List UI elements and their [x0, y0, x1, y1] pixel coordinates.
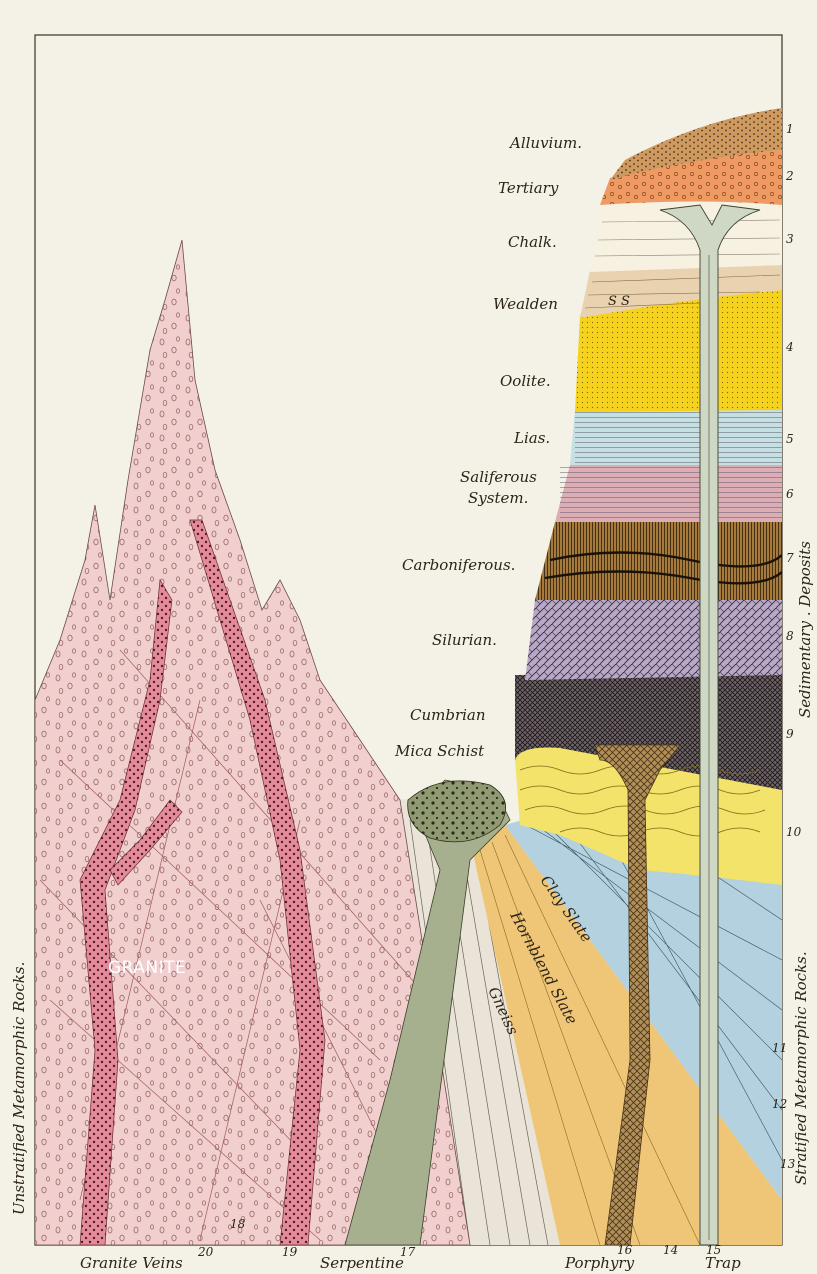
label-saliferous: Saliferous: [460, 468, 537, 486]
num-3: 3: [786, 232, 794, 246]
label-granite: GRANITE: [108, 958, 186, 978]
num-7: 7: [786, 551, 794, 565]
label-system: System.: [468, 489, 528, 507]
num-15: 15: [706, 1243, 721, 1257]
num-8: 8: [786, 629, 794, 643]
label-mica-schist: Mica Schist: [394, 742, 485, 760]
lias-lines: [575, 410, 782, 465]
num-10: 10: [786, 825, 802, 839]
label-unstratified-metamorphic: Unstratified Metamorphic Rocks.: [10, 962, 28, 1215]
label-sedimentary-deposits: Sedimentary . Deposits: [796, 541, 814, 718]
num-14: 14: [663, 1243, 678, 1257]
label-chalk: Chalk.: [508, 233, 557, 251]
num-4: 4: [785, 340, 794, 354]
num-16: 16: [617, 1243, 633, 1257]
num-11: 11: [772, 1041, 787, 1055]
label-serpentine: Serpentine: [320, 1254, 404, 1272]
label-oolite: Oolite.: [500, 372, 551, 390]
label-carboniferous: Carboniferous.: [402, 556, 515, 574]
label-lias: Lias.: [513, 429, 550, 447]
num-19: 19: [282, 1245, 298, 1259]
num-2: 2: [785, 169, 794, 183]
stratum-silurian: [525, 600, 782, 680]
label-alluvium: Alluvium.: [508, 134, 582, 152]
num-6: 6: [786, 487, 794, 501]
label-stratified-metamorphic: Stratified Metamorphic Rocks.: [792, 951, 810, 1185]
num-20: 20: [197, 1245, 214, 1259]
num-1: 1: [786, 122, 794, 136]
label-tertiary: Tertiary: [498, 179, 559, 197]
label-granite-veins: Granite Veins: [80, 1254, 183, 1272]
label-cumbrian: Cumbrian: [410, 706, 486, 724]
label-wealden: Wealden: [493, 295, 558, 313]
saliferous-lines: [560, 465, 782, 522]
num-12: 12: [772, 1097, 787, 1111]
num-17: 17: [400, 1245, 416, 1259]
num-5: 5: [786, 432, 794, 446]
label-silurian: Silurian.: [432, 631, 497, 649]
num-18: 18: [230, 1217, 246, 1231]
stratum-carboniferous: [535, 522, 782, 600]
wealden-mark: S S: [608, 294, 630, 309]
num-9: 9: [786, 727, 794, 741]
